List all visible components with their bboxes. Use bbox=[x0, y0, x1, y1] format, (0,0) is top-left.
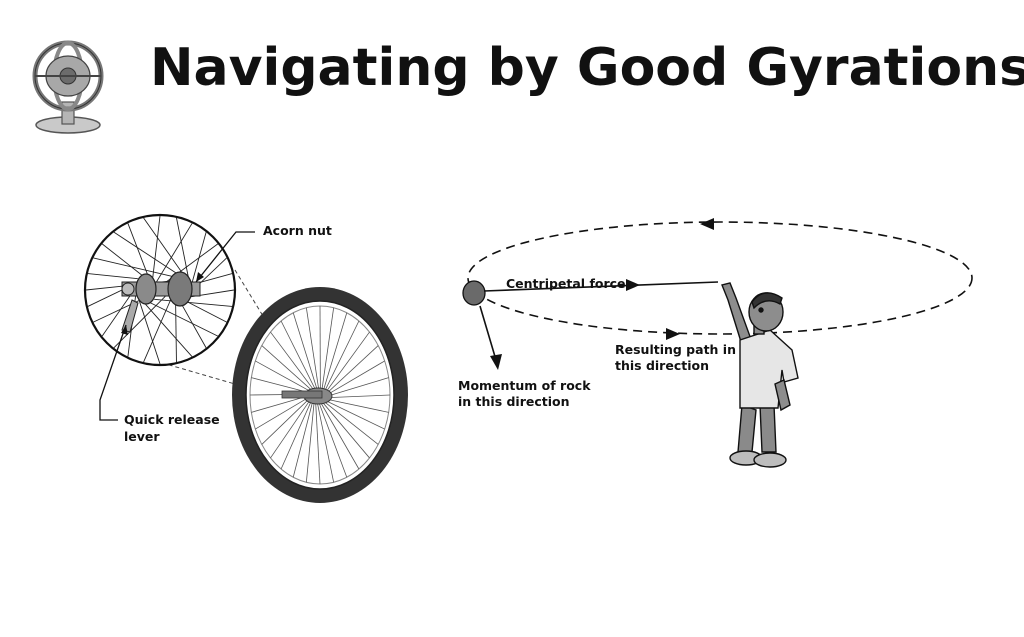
bicycle-wheel-diagram: Acorn nut Quick release lever bbox=[85, 215, 408, 503]
path-arrow-top bbox=[700, 218, 714, 230]
quick-release-label-line1: Quick release bbox=[124, 412, 220, 427]
centripetal-force-arrow bbox=[626, 279, 640, 291]
acorn-nut-label: Acorn nut bbox=[263, 223, 332, 238]
momentum-label-line1: Momentum of rock bbox=[458, 378, 591, 393]
resulting-path-label-line2: this direction bbox=[615, 358, 709, 373]
path-arrow-bottom bbox=[666, 328, 680, 340]
quick-release-label-line2: lever bbox=[124, 429, 160, 444]
resulting-path-label-line1: Resulting path in bbox=[615, 342, 736, 357]
momentum-arrow bbox=[490, 354, 502, 370]
rock bbox=[463, 281, 485, 305]
bicycle-wheel bbox=[232, 287, 408, 503]
momentum-label-line2: in this direction bbox=[458, 394, 570, 409]
centripetal-force-diagram: Centripetal force Momentum of rock in th… bbox=[458, 218, 972, 467]
hub-closeup bbox=[85, 215, 235, 365]
person-swinging-rock bbox=[722, 283, 798, 467]
centripetal-force-label: Centripetal force bbox=[506, 276, 626, 291]
